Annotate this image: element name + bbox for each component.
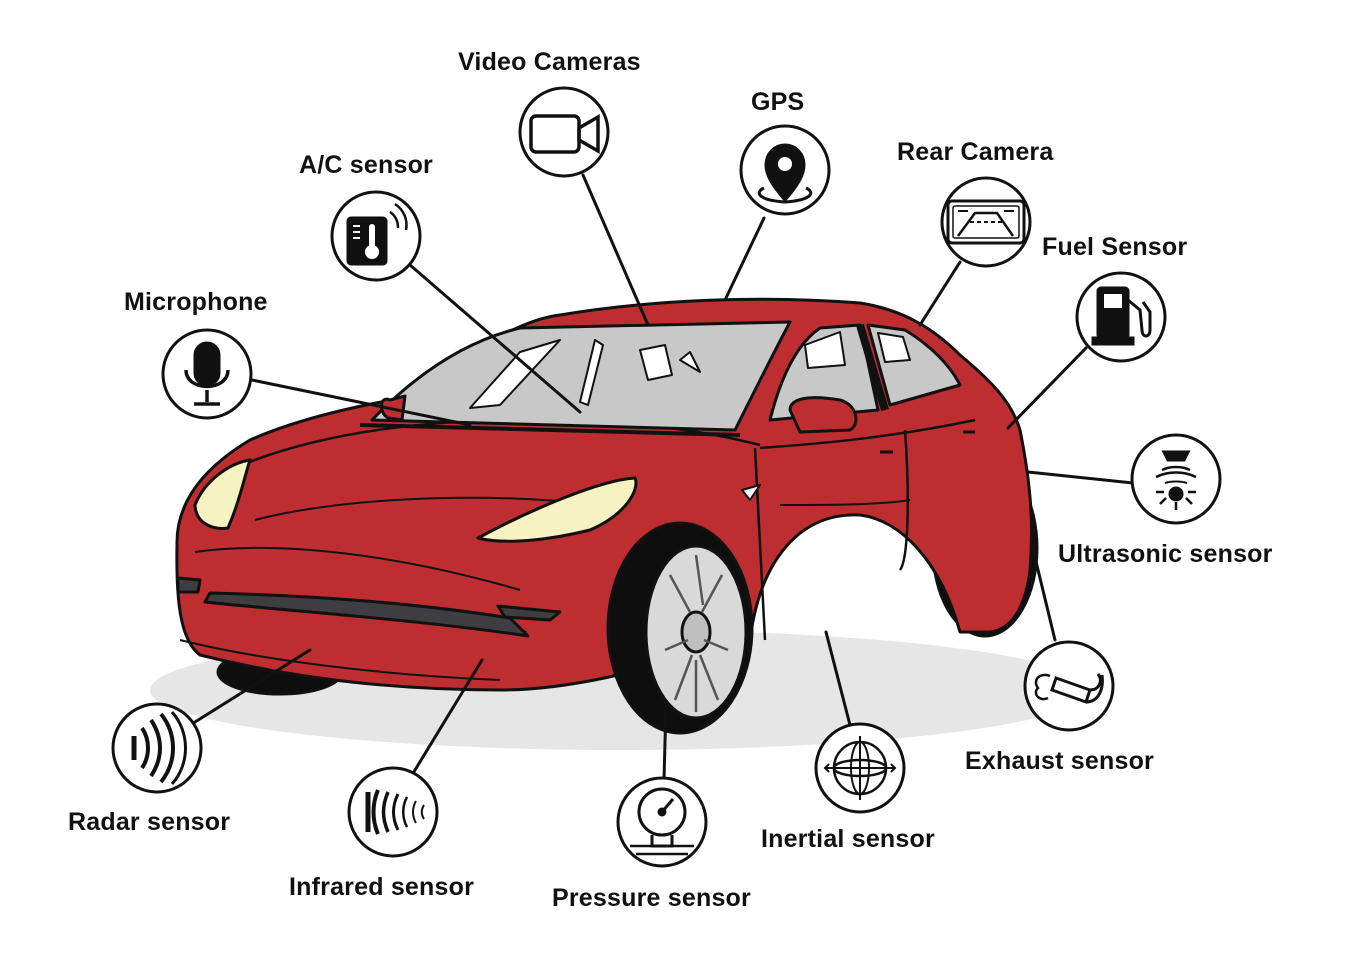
- label-video-cameras: Video Cameras: [458, 48, 641, 76]
- car-side-window-front: [768, 323, 880, 422]
- fuel-pump-icon: [1075, 271, 1167, 363]
- microphone-icon: [161, 328, 253, 420]
- map-pin-icon: [739, 124, 831, 216]
- connector-ac-sensor: [408, 263, 582, 414]
- ultrasonic-waves-icon: [1130, 433, 1222, 525]
- label-ultrasonic-sensor: Ultrasonic sensor: [1058, 540, 1273, 568]
- connector-rear-camera: [918, 260, 962, 327]
- label-inertial-sensor: Inertial sensor: [761, 825, 935, 853]
- car-side-mirror: [788, 396, 858, 434]
- label-rear-camera: Rear Camera: [897, 138, 1054, 166]
- connector-gps: [724, 216, 766, 300]
- connector-ultrasonic-sensor: [1026, 470, 1135, 485]
- label-gps: GPS: [751, 88, 805, 116]
- car-illustration: [175, 297, 1039, 735]
- label-ac-sensor: A/C sensor: [299, 151, 433, 179]
- car-front-wheel: [606, 521, 754, 735]
- connector-microphone: [250, 378, 472, 427]
- connector-infrared-sensor: [410, 658, 484, 777]
- rear-camera-display-icon: [940, 176, 1032, 268]
- car-headlight-left: [193, 458, 252, 530]
- thermometer-icon: [330, 190, 422, 282]
- connector-radar-sensor: [193, 648, 312, 724]
- video-camera-icon: [518, 86, 610, 178]
- connector-video-cameras: [581, 173, 650, 327]
- car-windshield: [370, 320, 792, 432]
- label-fuel-sensor: Fuel Sensor: [1042, 233, 1188, 261]
- connector-fuel-sensor: [1006, 346, 1088, 430]
- label-radar-sensor: Radar sensor: [68, 808, 231, 836]
- connector-inertial-sensor: [824, 630, 852, 727]
- label-pressure-sensor: Pressure sensor: [552, 884, 751, 912]
- infrared-waves-icon: [347, 766, 439, 858]
- label-exhaust-sensor: Exhaust sensor: [965, 747, 1154, 775]
- gyroscope-icon: [814, 722, 906, 814]
- pressure-gauge-icon: [616, 776, 708, 868]
- connector-lines: [193, 173, 1135, 782]
- label-microphone: Microphone: [124, 288, 268, 316]
- exhaust-pipe-icon: [1023, 640, 1115, 732]
- label-infrared-sensor: Infrared sensor: [289, 873, 475, 901]
- connector-pressure-sensor: [662, 703, 668, 782]
- connector-exhaust-sensor: [1030, 543, 1057, 642]
- car-headlight-right: [476, 476, 638, 543]
- radar-waves-icon: [111, 702, 203, 794]
